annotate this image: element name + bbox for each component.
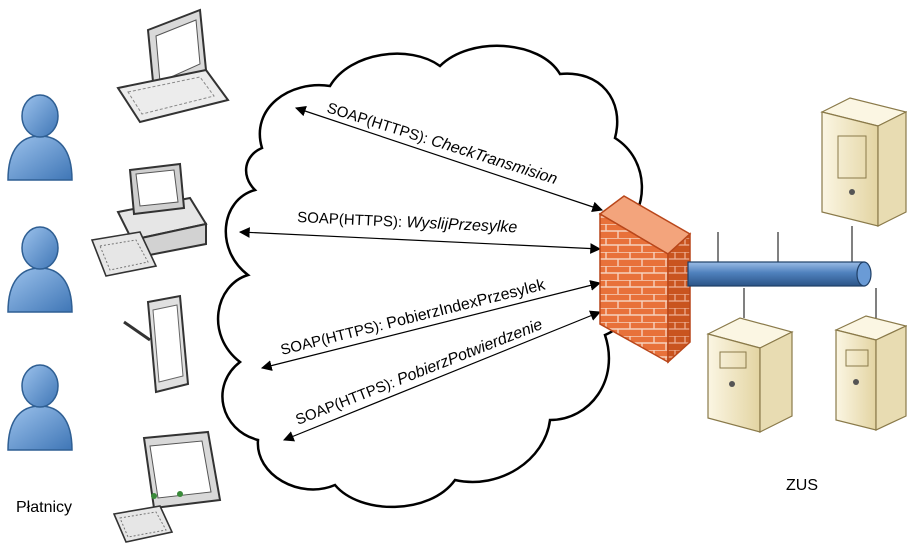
user-icon-1	[7, 94, 73, 181]
arrow-pobierz-potwierdzenie	[282, 310, 602, 442]
workstation-icon	[112, 430, 222, 543]
user-icon-2	[7, 226, 73, 313]
laptop-icon	[116, 8, 230, 124]
server-icon-3	[834, 315, 907, 431]
internet-cloud	[216, 44, 644, 509]
firewall-icon	[598, 195, 692, 364]
zus-label: ZUS	[786, 477, 818, 494]
server-icon-1	[820, 97, 907, 227]
payers-label: Płatnicy	[16, 499, 72, 516]
desktop-computer-icon	[90, 162, 208, 277]
arrow-wyslij-przesylke	[238, 227, 602, 254]
user-icon-3	[7, 364, 73, 451]
tablet-icon	[123, 294, 190, 394]
network-backbone	[687, 226, 877, 318]
message-label-wyslij-przesylke: SOAP(HTTPS): WyslijPrzesylke	[297, 209, 518, 236]
arrow-check-transmision	[294, 105, 604, 213]
server-icon-2	[706, 317, 794, 433]
